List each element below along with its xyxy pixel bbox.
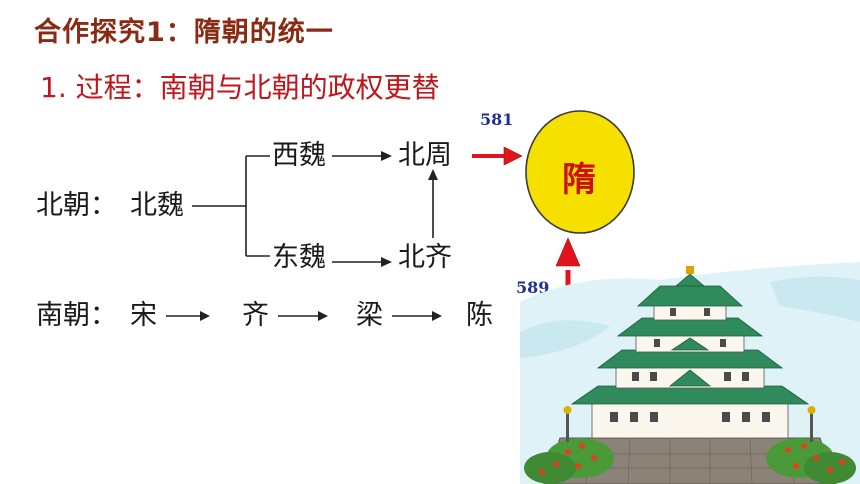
page-title: 合作探究1：隋朝的统一 — [34, 17, 334, 48]
year-label-581: 581 — [480, 110, 514, 129]
node-qi: 齐 — [242, 300, 269, 331]
red-arrowhead — [503, 146, 523, 166]
arrowhead — [318, 311, 328, 321]
south-dynasties-label: 南朝： — [36, 300, 117, 331]
sui-circle — [525, 110, 635, 234]
arrowhead — [200, 311, 210, 321]
section-subtitle: 1. 过程：南朝与北朝的政权更替 — [40, 71, 440, 104]
north-dynasties-label: 北朝： — [36, 190, 117, 221]
arrowhead — [381, 151, 392, 161]
arrowhead — [432, 311, 442, 321]
japanese-castle-illustration-icon — [520, 262, 860, 484]
node-liang: 梁 — [356, 300, 383, 331]
node-east-wei: 东魏 — [272, 242, 326, 273]
node-sui: 隋 — [562, 160, 596, 200]
node-north-wei: 北魏 — [130, 190, 184, 221]
node-chen: 陈 — [466, 300, 493, 331]
node-song: 宋 — [130, 300, 157, 331]
arrowhead — [381, 257, 392, 267]
year-label-589: 589 — [516, 278, 550, 297]
arrowhead — [428, 169, 438, 180]
node-north-zhou: 北周 — [398, 140, 452, 171]
node-west-wei: 西魏 — [272, 140, 326, 171]
red-arrowhead — [555, 237, 581, 267]
node-north-qi: 北齐 — [398, 242, 452, 273]
